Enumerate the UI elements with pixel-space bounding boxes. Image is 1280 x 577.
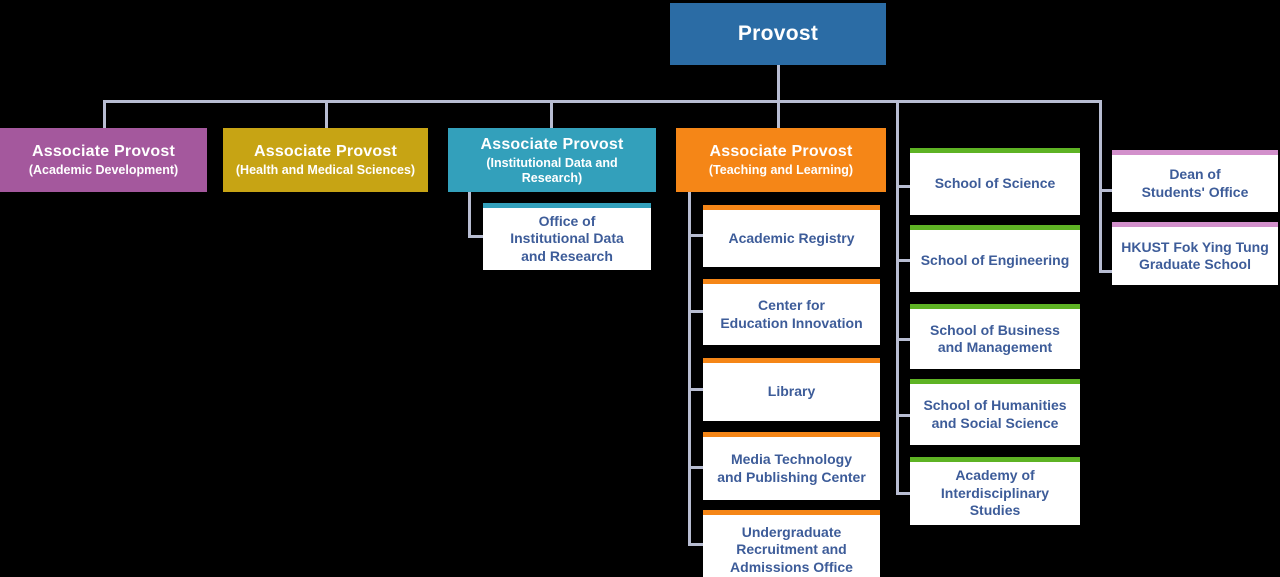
associate-provost-academic-development-box: Associate Provost (Academic Development) (0, 128, 207, 192)
associate-provost-health-medical-sciences-title: Associate Provost (253, 143, 397, 160)
connector-schools-trunk (896, 100, 899, 495)
associate-provost-institutional-data-research-box: Associate Provost (Institutional Data an… (448, 128, 656, 192)
connector-tl-trunk (688, 192, 691, 546)
connector-tl-stub-1 (688, 234, 703, 237)
connector-provost-drop (777, 65, 780, 128)
associate-provost-academic-development-subtitle: (Academic Development) (28, 163, 179, 177)
school-of-humanities-and-social-science-box: School of Humanities and Social Science (910, 379, 1080, 445)
connector-idr-vertical (468, 192, 471, 238)
hkust-fok-ying-tung-graduate-school-box: HKUST Fok Ying Tung Graduate School (1112, 222, 1278, 285)
associate-provost-health-medical-sciences-subtitle: (Health and Medical Sciences) (235, 163, 416, 177)
school-of-business-and-management-box: School of Business and Management (910, 304, 1080, 369)
connector-drop-academic-development (103, 100, 106, 128)
connector-idr-stub (468, 235, 484, 238)
library-box: Library (703, 358, 880, 421)
associate-provost-health-medical-sciences-box: Associate Provost (Health and Medical Sc… (223, 128, 428, 192)
academic-registry-box: Academic Registry (703, 205, 880, 267)
associate-provost-teaching-learning-subtitle: (Teaching and Learning) (708, 163, 854, 177)
connector-schools-stub-5 (896, 492, 910, 495)
provost-label: Provost (737, 22, 819, 45)
associate-provost-academic-development-title: Associate Provost (31, 143, 175, 160)
connector-schools-stub-3 (896, 338, 910, 341)
associate-provost-institutional-data-research-subtitle: (Institutional Data and Research) (486, 155, 618, 185)
undergraduate-recruitment-and-admissions-office-box: Undergraduate Recruitment and Admissions… (703, 510, 880, 577)
connector-tl-stub-2 (688, 310, 703, 313)
connector-tl-stub-5 (688, 543, 703, 546)
media-technology-and-publishing-center-box: Media Technology and Publishing Center (703, 432, 880, 500)
associate-provost-teaching-learning-title: Associate Provost (709, 143, 853, 160)
connector-schools-stub-4 (896, 414, 910, 417)
dean-of-students-office-box: Dean of Students' Office (1112, 150, 1278, 212)
school-of-engineering-box: School of Engineering (910, 225, 1080, 292)
associate-provost-institutional-data-research-title: Associate Provost (480, 135, 624, 153)
office-of-institutional-data-and-research-box: Office of Institutional Data and Researc… (483, 203, 651, 270)
connector-right-trunk (1099, 100, 1102, 273)
connector-drop-health-medical (325, 100, 328, 128)
connector-right-stub-2 (1099, 270, 1112, 273)
connector-drop-institutional-data (550, 100, 553, 128)
connector-schools-stub-1 (896, 185, 910, 188)
connector-main-horizontal (103, 100, 1102, 103)
connector-tl-stub-4 (688, 466, 703, 469)
school-of-science-box: School of Science (910, 148, 1080, 215)
associate-provost-teaching-learning-box: Associate Provost (Teaching and Learning… (676, 128, 886, 192)
provost-box: Provost (670, 3, 886, 65)
academy-of-interdisciplinary-studies-box: Academy of Interdisciplinary Studies (910, 457, 1080, 525)
connector-schools-stub-2 (896, 259, 910, 262)
connector-right-stub-1 (1099, 189, 1112, 192)
connector-tl-stub-3 (688, 388, 703, 391)
center-for-education-innovation-box: Center for Education Innovation (703, 279, 880, 345)
